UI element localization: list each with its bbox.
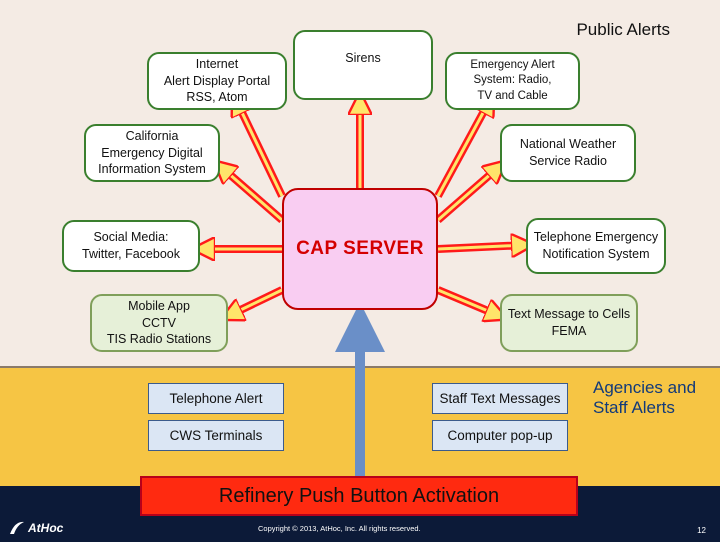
arrow-nws-radio	[437, 166, 500, 222]
page-number: 12	[697, 526, 706, 535]
refinery-push-button[interactable]: Refinery Push Button Activation	[140, 476, 578, 516]
arrow-mobile-app	[228, 288, 283, 316]
agencies-staff-alerts-title: Agencies and Staff Alerts	[593, 378, 697, 417]
cws-terminals-box: CWS Terminals	[148, 420, 284, 451]
athoc-logo: AtHoc	[8, 519, 68, 539]
social-media-node: Social Media:Twitter, Facebook	[62, 220, 200, 272]
arrow-text-message	[437, 288, 500, 316]
logo-swoosh-icon	[10, 521, 24, 534]
staff-text-messages-box: Staff Text Messages	[432, 383, 568, 414]
sirens-node: Sirens	[293, 30, 433, 100]
arrow-cedis	[220, 166, 283, 222]
telephone-alert-box: Telephone Alert	[148, 383, 284, 414]
copyright-text: Copyright © 2013, AtHoc, Inc. All rights…	[258, 524, 421, 533]
logo-text: AtHoc	[28, 521, 64, 535]
computer-popup-box: Computer pop-up	[432, 420, 568, 451]
arrow-telephone-emergency	[437, 245, 526, 249]
cap-server-box: CAP SERVER	[282, 188, 438, 310]
arrow-emergency-alert	[436, 100, 490, 197]
arrow-internet	[236, 100, 284, 197]
public-alerts-title: Public Alerts	[576, 20, 670, 39]
